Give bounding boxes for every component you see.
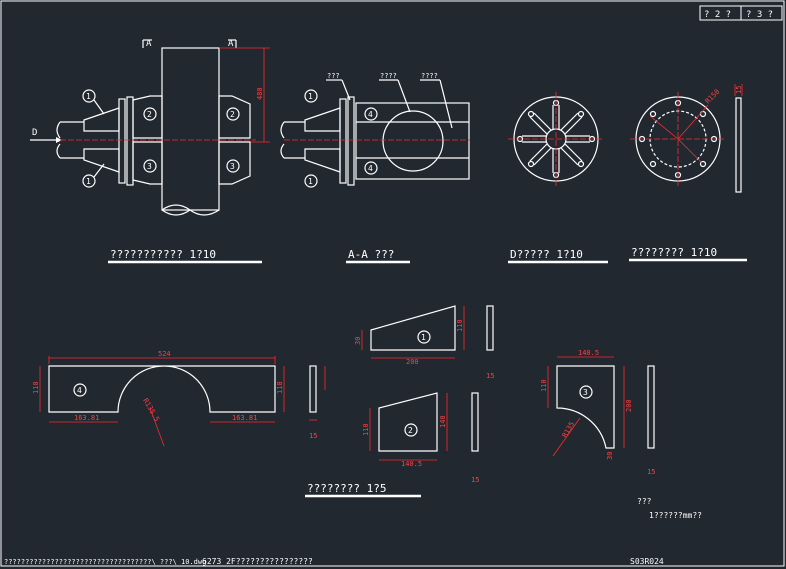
plate-view-title: ???????? 1?10 [631, 246, 717, 259]
balloon-2-left: 2 [147, 110, 152, 119]
parts-view-title: ???????? 1?5 [307, 482, 386, 495]
section-view-title: A-A ??? [348, 248, 394, 261]
dim-p3-left-h: 110 [540, 379, 548, 392]
section-mark-left: A [146, 39, 152, 49]
part1-balloon: 1 [421, 333, 426, 342]
main-view-title: ??????????? 1?10 [110, 248, 216, 261]
aa-balloon-4-bottom: 4 [368, 164, 373, 173]
dim-p2-left-h: 110 [362, 423, 370, 436]
total-sheets: ? 3 ? [746, 10, 773, 20]
aa-balloon-1-bottom: 1 [308, 177, 313, 186]
part4-balloon: 4 [77, 386, 82, 395]
footer-code: S03R024 [630, 557, 664, 566]
part-1: 200 30 110 1 15 [354, 305, 494, 380]
dim-p3-radius: R135 [561, 420, 576, 439]
title-block: ? 2 ? ? 3 ? [699, 5, 783, 21]
note-line: 1??????mm?? [649, 511, 702, 520]
dim-p2-thk: 15 [471, 476, 479, 484]
dim-p3-thk: 15 [647, 468, 655, 476]
balloon-3-right: 3 [230, 162, 235, 171]
leader-label-3: ???? [421, 72, 438, 80]
dim-p1-left-h: 30 [354, 337, 362, 345]
balloon-3-left: 3 [147, 162, 152, 171]
balloon-1-bottom: 1 [86, 177, 91, 186]
dim-p3-width: 140.5 [578, 349, 599, 357]
aa-balloon-4-top: 4 [368, 110, 373, 119]
main-view: A A 480 D 1 1 [30, 39, 270, 264]
dim-p2-right-h: 140 [439, 415, 447, 428]
plate-view: R150 15 ???????? 1?10 [629, 84, 747, 262]
direction-d-label: D [32, 128, 37, 138]
sheet-number: ? 2 ? [704, 10, 731, 20]
dim-p1-width: 200 [406, 358, 419, 366]
part3-balloon: 3 [583, 388, 588, 397]
dim-p3-right-h: 200 [625, 399, 633, 412]
note-title: ??? [637, 497, 652, 506]
section-mark-right: A [228, 39, 234, 49]
balloon-2-right: 2 [230, 110, 235, 119]
dim-p4-side-h: 110 [276, 381, 284, 394]
d-view-title: D????? 1?10 [510, 248, 583, 261]
dim-p4-seg-right: 163.81 [232, 414, 257, 422]
dim-p1-thk: 15 [486, 372, 494, 380]
part2-balloon: 2 [408, 426, 413, 435]
dim-p3-bottom: 30 [606, 452, 614, 460]
footer-drawing-info: 6273 2F???????????????? [202, 557, 313, 566]
footer-path: ???????????????????????????????????\ ???… [4, 558, 206, 566]
dim-p4-seg-left: 163.81 [74, 414, 99, 422]
dim-p4-height: 110 [32, 381, 40, 394]
dim-plate-thk: 15 [735, 86, 743, 94]
dim-p4-radius: R135.5 [141, 397, 161, 423]
dim-p4-thk: 15 [309, 432, 317, 440]
leader-label-2: ???? [380, 72, 397, 80]
d-view: D????? 1?10 [508, 92, 608, 264]
dim-p1-right-h: 110 [456, 319, 464, 332]
dim-p2-width: 140.5 [401, 460, 422, 468]
part-2: 140.5 110 140 2 15 [362, 392, 479, 484]
balloon-1-top: 1 [86, 92, 91, 101]
dim-p4-width: 524 [158, 350, 171, 358]
aa-balloon-1-top: 1 [308, 92, 313, 101]
dim-main-height: 480 [256, 87, 264, 100]
part-4: 524 110 110 163.81 163.81 R135.5 4 15 [32, 350, 326, 447]
dim-radius-top: R150 [704, 88, 722, 106]
part-3: 140.5 110 200 30 R135 3 15 [540, 349, 655, 476]
leader-label-1: ??? [327, 72, 340, 80]
section-a-a-view: 1 1 4 4 ??? ???? ???? A-A ??? [280, 72, 470, 264]
